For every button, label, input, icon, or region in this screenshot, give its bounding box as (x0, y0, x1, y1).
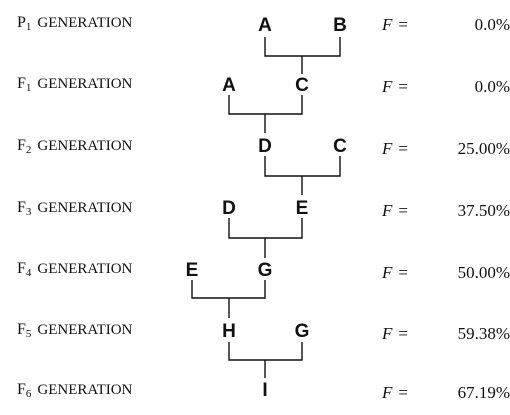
node-f1-left: A (222, 75, 236, 96)
coefficient-value-f2: 25.00% (457, 139, 510, 158)
node-f6: I (262, 380, 268, 401)
inbreeding-coefficient-f5: F= 59.38% (382, 324, 510, 343)
node-f3-right: E (295, 198, 309, 219)
inbreeding-coefficient-f1: F= 0.0% (382, 77, 510, 96)
inbreeding-coefficient-p1: F= 0.0% (382, 15, 510, 34)
node-f2-right: C (333, 136, 347, 157)
coefficient-value-f3: 37.50% (457, 201, 510, 220)
node-f2-left: D (258, 136, 272, 157)
connector-p1-to-f1 (264, 37, 341, 74)
coefficient-value-f6: 67.19% (457, 383, 510, 402)
node-f4-left: E (185, 260, 199, 281)
node-p1-left: A (258, 15, 272, 36)
node-p1-right: B (333, 15, 347, 36)
node-f1-right: C (295, 75, 309, 96)
inbreeding-coefficient-f4: F= 50.00% (382, 263, 510, 282)
inbreeding-coefficient-f3: F= 37.50% (382, 201, 510, 220)
connector-f4-to-f5 (191, 280, 266, 318)
coefficient-value-f5: 59.38% (457, 324, 510, 343)
inbreeding-coefficient-f6: F= 67.19% (382, 383, 510, 402)
node-f5-right: G (294, 321, 310, 342)
connector-f5-to-f6 (228, 342, 303, 378)
connector-f1-to-f2 (228, 95, 303, 133)
node-f4-right: G (257, 260, 273, 281)
coefficient-value-f4: 50.00% (457, 263, 510, 282)
node-f5-left: H (222, 321, 236, 342)
connector-f3-to-f4 (228, 218, 303, 258)
connector-f2-to-f3 (264, 156, 341, 195)
inbreeding-coefficient-f2: F= 25.00% (382, 139, 510, 158)
node-f3-left: D (222, 198, 236, 219)
coefficient-value-p1: 0.0% (474, 15, 510, 34)
coefficient-value-f1: 0.0% (474, 77, 510, 96)
